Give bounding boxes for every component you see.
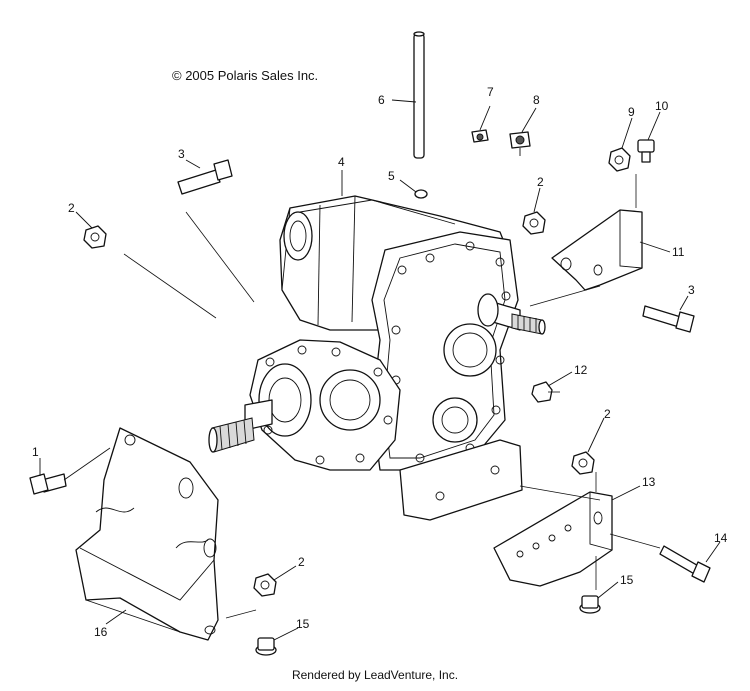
part-3-bolt-right xyxy=(642,305,695,333)
part-6-rod xyxy=(413,31,425,159)
callout-3b: 3 xyxy=(688,283,695,297)
alignment-lines xyxy=(63,174,661,619)
callout-12: 12 xyxy=(574,363,588,377)
callout-2b: 2 xyxy=(537,175,544,189)
part-13-bracket xyxy=(493,491,613,587)
callout-3a: 3 xyxy=(178,147,185,161)
callout-14: 14 xyxy=(714,531,728,545)
callout-4: 4 xyxy=(338,155,345,169)
callout-13: 13 xyxy=(642,475,656,489)
part-2-nut-left xyxy=(83,225,107,249)
callout-6: 6 xyxy=(378,93,385,107)
part-3-bolt-left xyxy=(177,159,233,195)
part-7-clamp xyxy=(471,129,489,143)
callout-5: 5 xyxy=(388,169,395,183)
part-2-nut-top xyxy=(522,211,546,235)
part-16-bracket xyxy=(75,427,219,641)
callout-11: 11 xyxy=(672,245,685,259)
part-9-nut xyxy=(608,147,631,172)
callout-10: 10 xyxy=(655,99,669,113)
callout-15a: 15 xyxy=(620,573,634,587)
callout-2d: 2 xyxy=(298,555,305,569)
part-14-bolt xyxy=(659,545,711,583)
leader-lines xyxy=(39,99,721,641)
part-2-nut-bottom xyxy=(253,573,277,597)
callout-7: 7 xyxy=(487,85,494,99)
part-15-bolt-bottom xyxy=(255,637,277,656)
callout-2a: 2 xyxy=(68,201,75,215)
part-12-nut xyxy=(531,381,553,403)
callout-1: 1 xyxy=(32,445,39,459)
part-10-bolt xyxy=(637,139,655,163)
callout-16: 16 xyxy=(94,625,108,639)
footer-credit: Rendered by LeadVenture, Inc. xyxy=(291,668,459,682)
callout-2c: 2 xyxy=(604,407,611,421)
callout-15b: 15 xyxy=(296,617,310,631)
part-8-clamp xyxy=(509,131,531,156)
transmission-assembly xyxy=(208,195,546,521)
copyright-text: © 2005 Polaris Sales Inc. xyxy=(172,68,319,83)
part-1-bolt xyxy=(29,473,67,495)
part-11-bracket xyxy=(551,209,643,291)
part-5-plug xyxy=(414,189,428,199)
callout-9: 9 xyxy=(628,105,635,119)
callout-8: 8 xyxy=(533,93,540,107)
part-15-bolt-right xyxy=(579,595,601,614)
part-2-nut-right xyxy=(571,451,595,475)
